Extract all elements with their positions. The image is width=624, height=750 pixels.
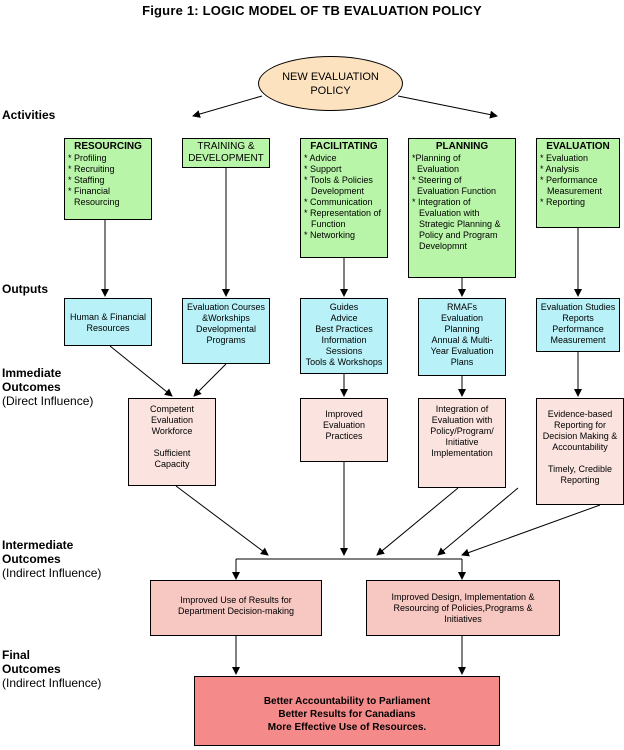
- intermediate-improved-design: Improved Design, Implementation & Resour…: [366, 580, 560, 636]
- output-rmafs: RMAFs Evaluation Planning Annual & Multi…: [418, 298, 506, 376]
- activity-resourcing: RESOURCING * Profiling * Recruiting * St…: [64, 138, 152, 220]
- output-evaluation-studies: Evaluation Studies Reports Performance M…: [536, 298, 620, 352]
- output-evaluation-courses: Evaluation Courses &Workships Developmen…: [182, 298, 270, 364]
- immediate-competent-workforce: Competent Evaluation Workforce Sufficien…: [128, 398, 216, 486]
- section-final: Final Outcomes (Indirect Influence): [2, 648, 102, 690]
- activity-evaluation: EVALUATION * Evaluation * Analysis * Per…: [536, 138, 620, 228]
- policy-oval: NEW EVALUATION POLICY: [258, 56, 403, 111]
- intermediate-use-of-results: Improved Use of Results for Department D…: [150, 580, 322, 636]
- section-outputs: Outputs: [2, 282, 48, 296]
- output-human-financial: Human & Financial Resources: [64, 298, 152, 346]
- final-outcomes-box: Better Accountability to Parliament Bett…: [194, 676, 500, 746]
- policy-line: NEW EVALUATION: [282, 70, 379, 83]
- immediate-integration: Integration of Evaluation with Policy/Pr…: [418, 398, 506, 488]
- policy-line: POLICY: [310, 84, 351, 97]
- activity-training: TRAINING & DEVELOPMENT: [182, 138, 270, 168]
- section-activities: Activities: [2, 108, 56, 122]
- section-intermediate: Intermediate Outcomes (Indirect Influenc…: [2, 538, 102, 580]
- activity-planning: PLANNING *Planning of Evaluation * Steer…: [408, 138, 516, 278]
- activity-facilitating: FACILITATING * Advice * Support * Tools …: [300, 138, 388, 258]
- figure-title: Figure 1: LOGIC MODEL OF TB EVALUATION P…: [142, 3, 482, 18]
- section-immediate: Immediate Outcomes (Direct Influence): [2, 366, 94, 408]
- immediate-improved-practices: Improved Evaluation Practices: [300, 398, 388, 462]
- immediate-evidence-reporting: Evidence-based Reporting for Decision Ma…: [536, 398, 624, 505]
- output-guides: Guides Advice Best Practices Information…: [300, 298, 388, 374]
